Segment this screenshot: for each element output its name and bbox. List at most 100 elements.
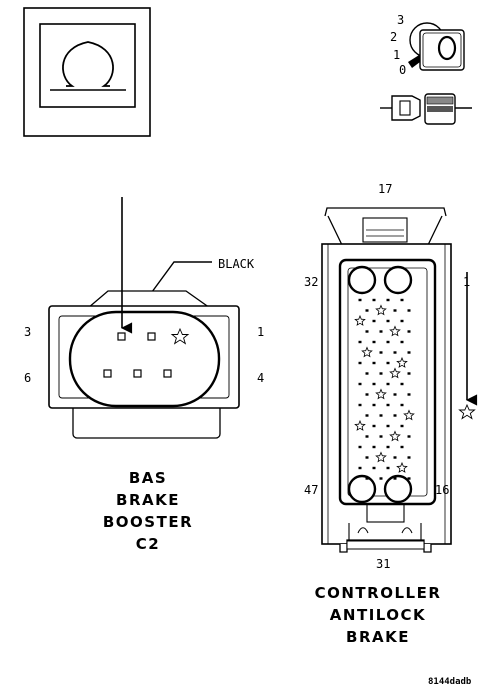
pin-contact [379, 435, 383, 438]
pin-star-marker [361, 346, 373, 358]
pin-contact [372, 382, 376, 386]
pin-star-marker [396, 356, 408, 368]
pin-contact [400, 298, 404, 302]
pin-contact [407, 330, 411, 333]
pin-star-marker [354, 314, 366, 326]
pin-star-marker [375, 451, 387, 463]
pin-contact [400, 424, 404, 428]
pin-star-marker [396, 461, 408, 473]
pin-contact [400, 319, 404, 323]
pin-contact [358, 382, 362, 386]
pin-contact [365, 435, 369, 438]
pin-contact [386, 466, 390, 470]
pin-contact [372, 466, 376, 470]
bas-title-line-2: BRAKE [116, 491, 180, 509]
key-position-2: 2 [390, 30, 397, 44]
pin-contact [386, 382, 390, 386]
bas-pin-6-label: 6 [24, 371, 31, 385]
document-code: 8144dadb [428, 677, 472, 687]
ctrl-pin-17-label: 17 [378, 182, 392, 196]
pin-contact [358, 466, 362, 470]
ignition-key-icon: 3 2 1 0 [390, 13, 465, 77]
pin-contact [379, 477, 383, 480]
controller-connector: 17 32 1 47 16 31 [304, 182, 478, 646]
bas-connector: BLACK 3 1 6 4 BAS BRAKE BOOSTER C2 [24, 197, 264, 553]
pin-contact [372, 319, 376, 323]
pin-star-marker [389, 367, 401, 379]
pin-contact [358, 340, 362, 344]
pin-contact [372, 424, 376, 428]
pin-contact [358, 403, 362, 407]
pin-contact [400, 445, 404, 449]
key-position-3: 3 [397, 13, 404, 27]
pin-contact [400, 382, 404, 386]
ctrl-pin-32-label: 32 [304, 275, 318, 289]
pin-star-marker [389, 325, 401, 337]
pin-contact [372, 445, 376, 449]
pin-contact [393, 309, 397, 312]
pin-contact [372, 361, 376, 365]
pin-contact [393, 393, 397, 396]
pin-contact [400, 403, 404, 407]
pin-contact [358, 361, 362, 365]
pin-contact [372, 298, 376, 302]
pin-contact [393, 477, 397, 480]
pin-contact [365, 456, 369, 459]
pin-contact [358, 445, 362, 449]
pin-contact [386, 298, 390, 302]
pin-star-marker [354, 419, 366, 431]
pin-star-marker [375, 388, 387, 400]
pin-contact [386, 340, 390, 344]
ctrl-pin-16-label: 16 [435, 483, 449, 497]
star-marker-icon [458, 403, 476, 420]
pin-contact [386, 424, 390, 428]
pin-contact [379, 414, 383, 417]
pin-contact [407, 393, 411, 396]
pin-contact [379, 351, 383, 354]
omega-icon [62, 41, 114, 87]
key-position-1: 1 [393, 48, 400, 62]
pin-contact [372, 403, 376, 407]
connector-side-icon [380, 93, 472, 125]
bas-pin-4-label: 4 [257, 371, 264, 385]
pin-contact [379, 330, 383, 333]
callout-leader-line [148, 261, 212, 297]
callout-black-label: BLACK [218, 257, 255, 271]
pin-contact [372, 340, 376, 344]
pin-contact [365, 477, 369, 480]
pin-contact [386, 361, 390, 365]
pin-contact [365, 393, 369, 396]
ctrl-title-line-3: BRAKE [346, 628, 410, 646]
pin-contact [407, 372, 411, 375]
pin-contact [365, 372, 369, 375]
pin-contact [365, 414, 369, 417]
bas-title-line-3: BOOSTER [103, 513, 193, 531]
key-position-0: 0 [399, 63, 406, 77]
pin-contact [407, 456, 411, 459]
pin-contact [393, 456, 397, 459]
pin-contact [365, 330, 369, 333]
pin-contact [365, 309, 369, 312]
ctrl-title-line-1: CONTROLLER [315, 584, 442, 602]
pin-contact [379, 372, 383, 375]
pin-contact [393, 414, 397, 417]
ctrl-pin-31-label: 31 [376, 557, 390, 571]
pin-contact [386, 445, 390, 449]
pin-star-marker [389, 430, 401, 442]
pin-contact [386, 403, 390, 407]
bas-title-line-4: C2 [136, 535, 160, 553]
pin-contact [407, 477, 411, 480]
ctrl-pin-47-label: 47 [304, 483, 318, 497]
pin-contact [358, 298, 362, 302]
pin-star-marker [375, 304, 387, 316]
pin-contact [393, 351, 397, 354]
ctrl-title-line-2: ANTILOCK [330, 606, 426, 624]
bas-pin-1-label: 1 [257, 325, 264, 339]
pin-star-marker [403, 409, 415, 421]
pin-contact [407, 435, 411, 438]
pin-contact [407, 351, 411, 354]
bas-title-line-1: BAS [129, 469, 167, 487]
pin-contact [386, 319, 390, 323]
symbol-box [23, 7, 151, 137]
